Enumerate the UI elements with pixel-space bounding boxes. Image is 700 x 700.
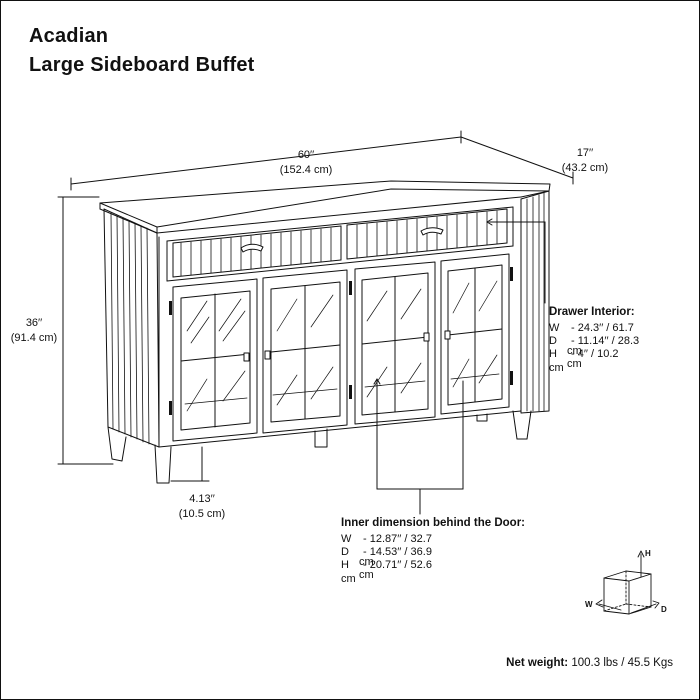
axis-label-d: D bbox=[661, 605, 667, 614]
net-weight-label: Net weight: bbox=[506, 657, 569, 669]
axis-label-h: H bbox=[645, 549, 651, 558]
width-dimension: 60′′ (152.4 cm) bbox=[279, 149, 333, 176]
drawer-interior-row: W- 24.3′′ / 61.7 bbox=[549, 322, 634, 334]
door-interior-row: W- 12.87′′ / 32.7 bbox=[341, 533, 432, 545]
drawer-interior-trailing-unit: cm bbox=[549, 362, 564, 374]
net-weight: Net weight: 100.3 lbs / 45.5 Kgs bbox=[506, 657, 673, 669]
product-name: Acadian bbox=[29, 25, 109, 47]
height-dimension: 36′′ (91.4 cm) bbox=[10, 317, 58, 344]
net-weight-value: 100.3 lbs / 45.5 Kgs bbox=[571, 657, 673, 669]
axis-label-w: W bbox=[585, 600, 593, 609]
door-interior-trailing-unit: cm bbox=[341, 573, 356, 585]
depth-dimension: 17′′ (43.2 cm) bbox=[561, 147, 609, 174]
door-interior-block: Inner dimension behind the Door: W- 12.8… bbox=[341, 517, 531, 586]
drawer-interior-block: Drawer Interior: W- 24.3′′ / 61.7 D- 11.… bbox=[549, 306, 679, 375]
door-interior-heading: Inner dimension behind the Door: bbox=[341, 517, 525, 529]
clearance-dimension: 4.13′′ (10.5 cm) bbox=[178, 493, 226, 520]
drawer-interior-heading: Drawer Interior: bbox=[549, 306, 635, 318]
product-type: Large Sideboard Buffet bbox=[29, 54, 255, 76]
